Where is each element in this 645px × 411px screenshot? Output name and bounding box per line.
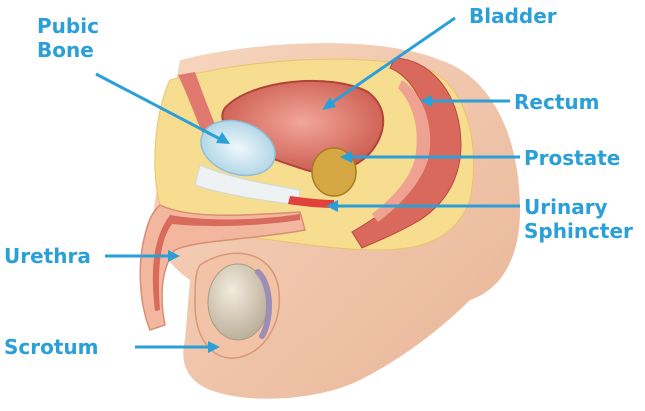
label-pubic-bone: Pubic Bone — [37, 14, 99, 62]
label-prostate: Prostate — [524, 146, 620, 170]
label-urinary-sphincter-line1: Urinary — [524, 195, 633, 219]
label-pubic-bone-line2: Bone — [37, 38, 99, 62]
label-rectum: Rectum — [514, 90, 599, 114]
label-pubic-bone-line1: Pubic — [37, 14, 99, 38]
label-urinary-sphincter: Urinary Sphincter — [524, 195, 633, 243]
label-bladder: Bladder — [469, 4, 557, 28]
label-urethra: Urethra — [4, 244, 91, 268]
label-scrotum: Scrotum — [4, 335, 99, 359]
label-urinary-sphincter-line2: Sphincter — [524, 219, 633, 243]
